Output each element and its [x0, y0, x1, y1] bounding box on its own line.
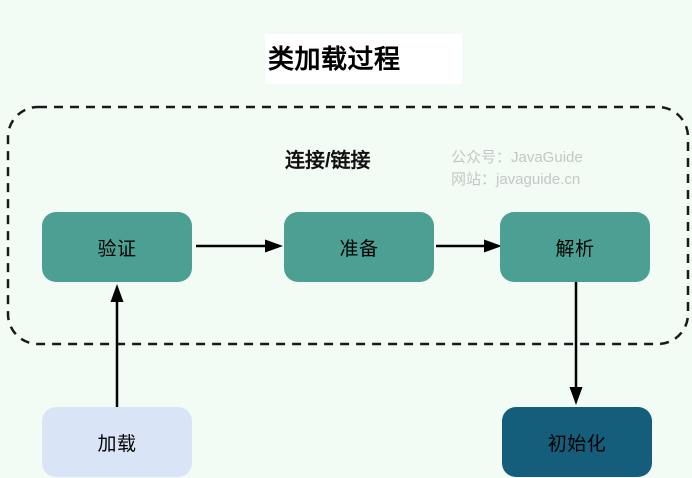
arrow-prepare-to-resolve-head	[484, 239, 502, 253]
watermark: 公众号：JavaGuide 网站：javaguide.cn	[451, 147, 583, 191]
arrow-resolve-to-initialize-head	[569, 387, 583, 405]
node-prepare: 准备	[284, 212, 434, 282]
node-verify-label: 验证	[97, 238, 137, 260]
node-load-label: 加载	[97, 433, 137, 455]
node-verify: 验证	[42, 212, 192, 282]
watermark-line-1: 公众号：JavaGuide	[451, 149, 583, 166]
node-initialize-label: 初始化	[547, 433, 607, 455]
page-title: 类加载过程	[265, 34, 462, 84]
node-resolve-label: 解析	[555, 238, 595, 260]
watermark-line-2: 网站：javaguide.cn	[451, 171, 581, 188]
arrow-load-to-verify-head	[110, 284, 124, 302]
node-load: 加载	[42, 407, 192, 477]
node-prepare-label: 准备	[339, 238, 379, 260]
node-resolve: 解析	[500, 212, 650, 282]
node-initialize: 初始化	[502, 407, 652, 477]
arrow-verify-to-prepare-head	[265, 239, 283, 253]
linking-group-border	[6, 105, 690, 346]
linking-phase-label: 连接/链接	[285, 150, 371, 172]
